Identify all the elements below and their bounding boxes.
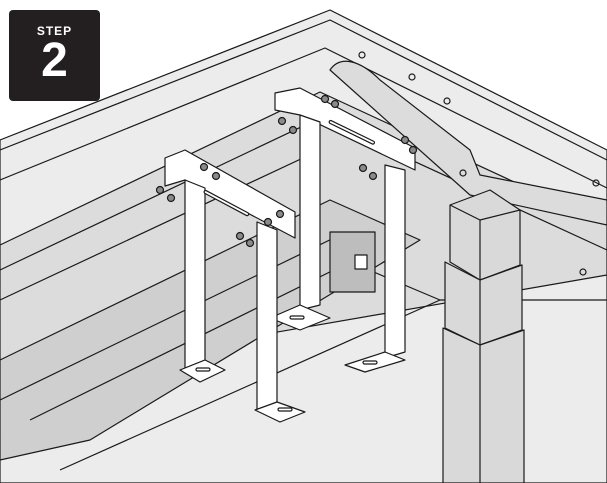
frame-rail-line	[0, 149, 321, 301]
screw-hole	[592, 179, 600, 187]
bolt-icon	[368, 171, 378, 181]
screw-hole	[579, 268, 587, 276]
bolt-icon	[400, 135, 410, 145]
bolt-icon	[277, 116, 287, 126]
bolt-icon	[211, 171, 221, 181]
bolt-icon	[408, 145, 418, 155]
screw-hole	[358, 51, 366, 59]
bracket-front	[164, 149, 306, 423]
frame-rail-line	[0, 234, 341, 401]
tabletop-edge	[0, 19, 607, 161]
bolt-icon	[320, 94, 330, 104]
step-label: STEP	[36, 24, 73, 38]
frame-rail-line	[59, 299, 607, 471]
frame-side-cover	[329, 60, 607, 226]
screw-hole	[459, 169, 467, 177]
bolt-icon	[166, 193, 176, 203]
bolt-icon	[275, 209, 285, 219]
leg-upper	[449, 189, 521, 281]
bracket-rear	[269, 87, 416, 373]
leg-lower	[442, 327, 525, 483]
control-box	[329, 231, 376, 293]
tabletop-edge-inner	[0, 47, 607, 189]
step-badge: STEP 2	[9, 10, 100, 101]
bolt-icon	[155, 185, 165, 195]
bolt-set	[155, 94, 418, 248]
screw-hole	[408, 73, 416, 81]
bolt-icon	[245, 238, 255, 248]
bolt-icon	[358, 163, 368, 173]
bolt-icon	[288, 125, 298, 135]
control-port	[354, 254, 368, 270]
bolt-icon	[235, 231, 245, 241]
screw-hole	[443, 97, 451, 105]
bolt-icon	[330, 99, 340, 109]
bolt-icon	[263, 217, 273, 227]
step-number: 2	[41, 34, 68, 87]
bolt-icon	[199, 162, 209, 172]
